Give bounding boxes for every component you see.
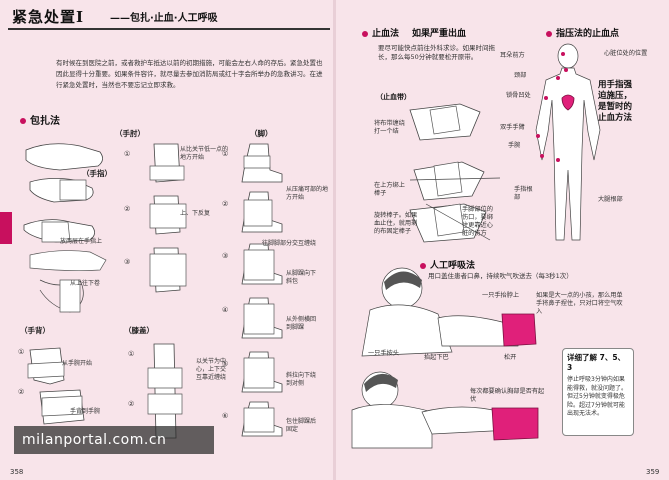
point-finger: 手指根部 [514,186,533,201]
label-finger: （手指） [82,169,112,178]
section-respiration-heading: 人工呼吸法 [420,258,475,271]
step-number: ② [128,400,135,408]
watermark-overlay: milanportal.com.cn [14,426,214,454]
resp-step-5: 松开 [504,354,517,361]
point-clavicle: 锁骨凹处 [506,92,531,99]
caption-palm-2: 手背到手腕 [70,408,101,415]
info-note-box: 详细了解 7、5、3 停止呼吸3分钟内如果能得救，就没问题了。但过5分钟就变得极… [562,348,634,436]
bullet-icon [20,118,26,124]
bullet-icon [420,262,426,269]
foot-wrap-illustration [241,143,283,437]
resp-step-6: 每次都要确认胸部是否有起伏 [470,388,545,403]
section-bandage-heading: 包扎法 [20,112,60,127]
step-number: ① [128,350,135,358]
caption-foot-6: 包住脚踝后固定 [286,418,317,433]
palm-wrap-illustration [27,347,85,425]
note-title: 详细了解 7、5、3 [567,353,626,372]
caption-palm-1: 从手腕开始 [62,360,93,367]
title-divider [8,28,330,30]
section-stop-bleeding-heading: 止血法 [362,26,399,39]
tourniquet-illustration [409,103,501,243]
step-number: ① [124,150,131,158]
bullet-icon [546,30,552,37]
section-pressure-heading: 指压法的止血点 [546,26,619,39]
page-title: 紧急处置Ⅰ [12,8,85,26]
tourniquet-step-4: 手脚部位的伤口，要绑住更靠近心脏的伤方 [462,206,493,237]
step-number: ⑤ [222,360,229,368]
point-jaw: 颈部 [514,72,527,79]
caption-elbow-2: 上、下反复 [180,210,211,217]
resp-step-2: 如果是大一点的小孩，那么用单手将鼻子捏住，只对口将空气吹入 [536,292,623,315]
page-number-right: 359 [646,468,660,476]
label-knee: （膝盖） [124,326,154,335]
resp-step-1: 一只手抬脖上 [482,292,520,299]
resp-step-4: 抬起下巴 [424,354,449,361]
caption-fold-hand: 放两层在手指上 [60,238,103,245]
page-header: 紧急处置Ⅰ ——包扎·止血·人工呼吸 [0,6,334,28]
stop-bleeding-subheading: 如果严重出血 [412,29,467,39]
step-number: ② [18,388,25,396]
elbow-wrap-illustration [149,143,187,293]
note-text: 停止呼吸3分钟内如果能得救，就没问题了。但过5分钟就变得极危险。超过7分钟就可能… [567,376,628,417]
respiration-text: 用口盖住患者口鼻，持续吹气吹送去（每3秒1次） [428,272,573,280]
chapter-tab [0,212,12,244]
step-number: ① [18,348,25,356]
step-number: ② [222,200,229,208]
caption-foot-5: 斜拉向下绕到对侧 [286,372,317,387]
step-number: ④ [222,306,229,314]
body-pressure-points-illustration [535,43,601,241]
caption-foot-3: 从脚踝向下斜包 [286,270,317,285]
finger-wrap-illustration [23,143,107,313]
caption-wrap-base: 从上往下卷 [70,280,101,287]
point-thigh: 大腿根部 [598,196,623,203]
book-gutter [333,0,336,480]
knee-wrap-illustration [147,343,183,439]
resp-step-3: 一只手按头 [368,350,399,357]
pressure-emphasis: 用手指强迫施压，是暂时的止血方法 [598,80,633,123]
page-number: 358 [10,468,24,476]
point-wrist: 手腕 [508,142,521,149]
bullet-icon [362,30,368,37]
label-foot: （脚） [250,129,273,138]
point-ear: 耳朵前方 [500,52,525,59]
tourniquet-label: （止血带） [376,93,411,101]
point-heart: 心脏位处的位置 [604,50,648,57]
respiration-illustration [351,267,539,449]
step-number: ③ [222,252,229,260]
caption-foot-4: 从外侧横回到脚踝 [286,316,317,331]
tourniquet-step-1: 将布带缠绕打一个结 [374,120,405,135]
caption-knee-1: 以关节为中心，上下交互靠近缠绕 [196,358,227,381]
step-number: ① [222,150,229,158]
stop-bleeding-text: 要尽可能快点前往外科求诊。如果时间拖长，那么每50分钟就要松开原带。 [378,44,495,61]
label-elbow: （手肘） [115,129,145,138]
caption-elbow-1: 从比关节低一点的地方开始 [180,146,229,161]
point-upper-arm: 双手手臂 [500,124,525,131]
tourniquet-step-3: 旋转棒子。如果血止住，就用剩的布固定棒子 [374,212,418,235]
page-subtitle: ——包扎·止血·人工呼吸 [110,13,218,24]
caption-foot-2: 往脚脚部分交互缠绕 [262,240,317,247]
step-number: ③ [124,258,131,266]
intro-paragraph: 有时候在到医院之前，或者救护车抵达以前的初期措施，可能会左右人命的存后。紧急处置… [56,59,323,89]
label-palm: （手背） [20,326,50,335]
left-page: 紧急处置Ⅰ ——包扎·止血·人工呼吸 有时候在到医院之前，或者救护车抵达以前的初… [0,0,334,480]
tourniquet-step-2: 在上方绑上棒子 [374,182,405,197]
step-number: ② [124,205,131,213]
step-number: ⑥ [222,412,229,420]
caption-foot-1: 从压痛可部的地方开始 [286,186,329,201]
